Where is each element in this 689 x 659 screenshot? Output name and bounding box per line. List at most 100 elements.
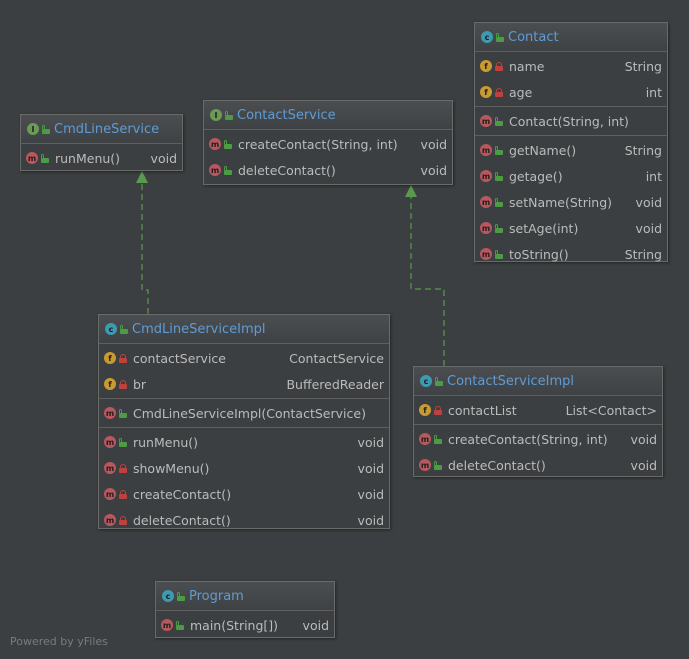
member-type: void <box>635 220 662 236</box>
member-type: void <box>420 136 447 152</box>
member-type: int <box>645 84 662 100</box>
member-type: ContactService <box>289 350 384 366</box>
private-lock-icon <box>119 379 127 389</box>
member-name: deleteContact() <box>238 162 336 178</box>
method-icon: m <box>209 138 221 150</box>
public-visibility-icon <box>120 325 128 334</box>
node-title: ContactService <box>237 107 336 123</box>
public-visibility-icon <box>224 166 232 175</box>
public-visibility-icon <box>495 146 503 155</box>
node-header: c ContactServiceImpl <box>414 367 662 396</box>
member-name: createContact(String, int) <box>448 431 608 447</box>
private-lock-icon <box>495 87 503 97</box>
member-type: void <box>630 457 657 473</box>
method-icon: m <box>26 152 38 164</box>
class-icon: c <box>105 323 117 335</box>
member-name: setAge(int) <box>509 220 579 236</box>
node-header: c CmdLineServiceImpl <box>99 315 389 344</box>
field-icon: f <box>104 378 116 390</box>
field-icon: f <box>419 404 431 416</box>
interface-icon: I <box>27 123 39 135</box>
member-name: runMenu() <box>55 150 121 166</box>
public-visibility-icon <box>495 250 503 259</box>
node-title: CmdLineServiceImpl <box>132 321 266 337</box>
member-type: String <box>624 58 662 74</box>
private-lock-icon <box>119 463 127 473</box>
private-lock-icon <box>119 489 127 499</box>
method-icon: m <box>419 433 431 445</box>
member-type: String <box>624 246 662 262</box>
member-type: void <box>630 431 657 447</box>
method-icon: m <box>480 248 492 260</box>
public-visibility-icon <box>435 377 443 386</box>
member-type: void <box>635 194 662 210</box>
method-icon: m <box>104 488 116 500</box>
private-lock-icon <box>119 353 127 363</box>
method-icon: m <box>480 170 492 182</box>
node-header: I CmdLineService <box>21 115 182 144</box>
public-visibility-icon <box>177 592 185 601</box>
public-visibility-icon <box>495 224 503 233</box>
node-title: Program <box>189 588 244 604</box>
member-name: name <box>509 58 545 74</box>
member-name: age <box>509 84 533 100</box>
public-visibility-icon <box>495 172 503 181</box>
node-title: ContactServiceImpl <box>447 373 574 389</box>
private-lock-icon <box>119 515 127 525</box>
node-title: CmdLineService <box>54 121 160 137</box>
member-name: contactList <box>448 402 517 418</box>
footer-powered-by: Powered by yFiles <box>10 635 108 648</box>
method-icon: m <box>480 196 492 208</box>
method-icon: m <box>419 459 431 471</box>
member-name: Contact(String, int) <box>509 113 629 129</box>
member-name: showMenu() <box>133 460 210 476</box>
arrowhead-icon <box>136 171 148 183</box>
method-row[interactable]: m createContact(String, int) void <box>414 426 662 452</box>
edge-contactserviceimpl-implements-contactservice <box>405 185 445 366</box>
method-icon: m <box>104 514 116 526</box>
method-icon: m <box>104 462 116 474</box>
public-visibility-icon <box>224 140 232 149</box>
member-type: void <box>357 434 384 450</box>
member-type: void <box>357 486 384 502</box>
class-icon: c <box>420 375 432 387</box>
